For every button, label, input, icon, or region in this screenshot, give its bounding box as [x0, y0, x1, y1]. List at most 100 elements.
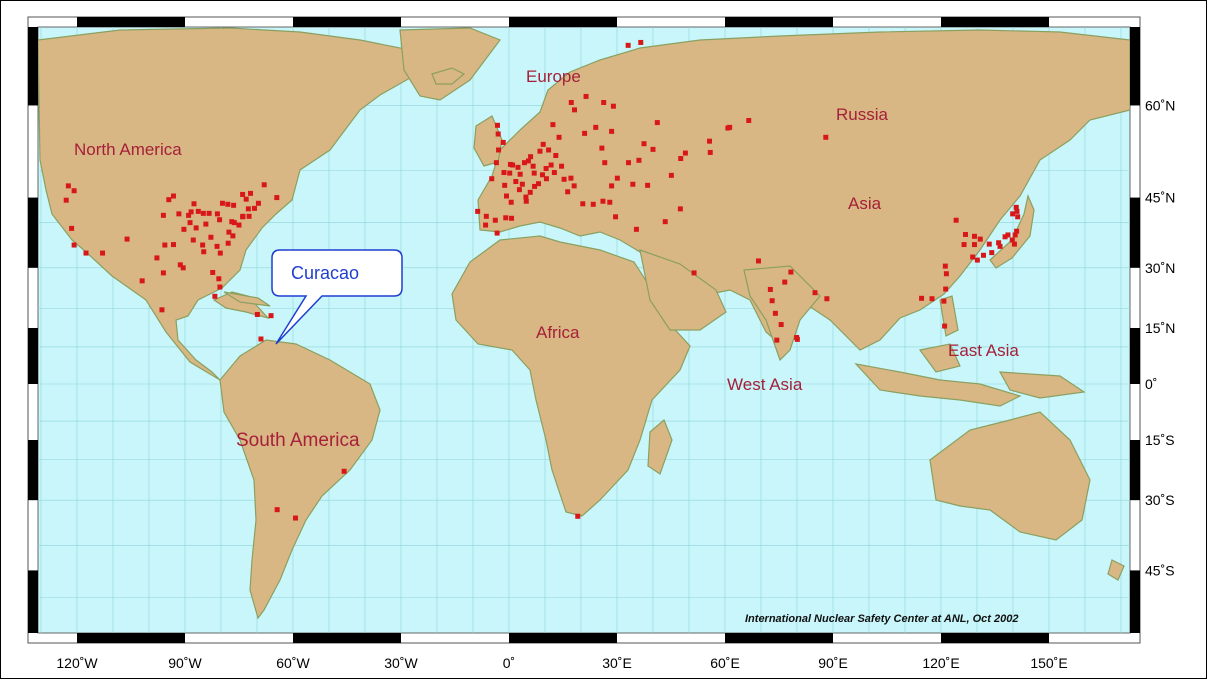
- label-east-asia: East Asia: [948, 341, 1019, 360]
- reactor-dot: [772, 310, 778, 316]
- reactor-dot: [537, 148, 543, 154]
- border-tick-left: [28, 440, 38, 501]
- greenland-landmass: [399, 27, 501, 101]
- reactor-dot: [630, 181, 636, 187]
- reactor-dot: [548, 162, 554, 168]
- reactor-dot: [243, 196, 249, 202]
- reactor-dot: [556, 134, 562, 140]
- eurasia-landmass: [477, 29, 1130, 351]
- reactor-dot: [559, 163, 565, 169]
- reactor-dot: [953, 217, 959, 223]
- border-tick-left: [28, 27, 38, 106]
- reactor-dot: [1002, 234, 1008, 240]
- reactor-dot: [971, 242, 977, 248]
- central-america-landmass: [212, 291, 270, 320]
- reactor-dot: [501, 170, 507, 176]
- reactor-dot: [231, 202, 237, 208]
- reactor-dot: [251, 205, 257, 211]
- reactor-dot: [530, 163, 536, 169]
- borneo-landmass: [918, 343, 961, 373]
- label-asia: Asia: [848, 194, 882, 213]
- latitude-label: 0˚: [1145, 376, 1157, 392]
- latitude-labels: 60˚N45˚N30˚N15˚N0˚15˚S30˚S45˚S: [1145, 97, 1175, 578]
- reactor-dot: [550, 122, 556, 128]
- reactor-dot: [217, 284, 223, 290]
- reactor-dot: [245, 206, 251, 212]
- reactor-dot: [1011, 241, 1017, 247]
- reactor-dot: [83, 250, 89, 256]
- curacao-callout: Curacao: [271, 249, 403, 345]
- reactor-dot: [575, 513, 581, 519]
- iceland-landmass: [431, 67, 466, 85]
- border-tick-bottom: [77, 633, 185, 643]
- longitude-label: 30˚E: [602, 655, 632, 671]
- reactor-dot: [609, 183, 615, 189]
- reactor-dot: [572, 107, 578, 113]
- reactor-dot: [508, 199, 514, 205]
- reactor-dot: [571, 183, 577, 189]
- border-tick-left: [28, 197, 38, 268]
- latitude-label: 45˚S: [1145, 562, 1175, 578]
- reactor-dot: [980, 252, 986, 258]
- reactor-dot: [494, 230, 500, 236]
- reactor-dot: [160, 270, 166, 276]
- border-tick-bottom: [509, 633, 617, 643]
- reactor-dot: [100, 250, 106, 256]
- reactor-dot: [539, 172, 545, 178]
- reactor-dot: [602, 160, 608, 166]
- reactor-dot: [553, 152, 559, 158]
- border-tick-top: [77, 17, 185, 27]
- label-europe: Europe: [526, 67, 581, 86]
- reactor-dot: [293, 515, 299, 521]
- africa-landmass: [451, 235, 691, 517]
- reactor-dot: [216, 276, 222, 282]
- reactor-dot: [208, 234, 214, 240]
- reactor-dot: [767, 286, 773, 292]
- reactor-dot: [532, 183, 538, 189]
- longitude-label: 120˚W: [56, 655, 98, 671]
- label-north-america: North America: [74, 140, 182, 159]
- reactor-dot: [523, 198, 529, 204]
- reactor-dot: [268, 313, 274, 319]
- reactor-dot: [551, 170, 557, 176]
- reactor-dot: [274, 507, 280, 513]
- reactor-dot: [166, 197, 172, 203]
- reactor-dot: [492, 217, 498, 223]
- border-tick-top: [293, 17, 401, 27]
- border-tick-right: [1130, 27, 1140, 106]
- reactor-dot: [677, 206, 683, 212]
- reactor-dot: [240, 213, 246, 219]
- reactor-dot: [1015, 214, 1021, 220]
- reactor-dot: [527, 189, 533, 195]
- border-tick-top: [725, 17, 833, 27]
- latitude-label: 60˚N: [1145, 97, 1175, 113]
- reactor-dot: [180, 265, 186, 271]
- reactor-dot: [212, 293, 218, 299]
- reactor-dot: [139, 278, 145, 284]
- longitude-label: 90˚E: [818, 655, 848, 671]
- reactor-dot: [943, 286, 949, 292]
- latitude-label: 30˚N: [1145, 260, 1175, 276]
- reactor-dot: [727, 124, 733, 130]
- reactor-dot: [341, 468, 347, 474]
- reactor-dot: [217, 217, 223, 223]
- reactor-dot: [614, 175, 620, 181]
- reactor-dot: [540, 141, 546, 147]
- reactor-dot: [254, 311, 260, 317]
- reactor-dot: [769, 298, 775, 304]
- reactor-dot: [641, 141, 647, 147]
- reactor-dot: [668, 172, 674, 178]
- reactor-dot: [188, 209, 194, 215]
- longitude-label: 90˚W: [168, 655, 202, 671]
- reactor-dot: [503, 193, 509, 199]
- reactor-dot: [525, 158, 531, 164]
- reactor-dot: [71, 242, 77, 248]
- longitude-label: 60˚E: [710, 655, 740, 671]
- reactor-dot: [71, 188, 77, 194]
- reactor-dot: [200, 210, 206, 216]
- border-tick-right: [1130, 570, 1140, 633]
- reactor-dot: [568, 175, 574, 181]
- longitude-label: 0˚: [503, 655, 515, 671]
